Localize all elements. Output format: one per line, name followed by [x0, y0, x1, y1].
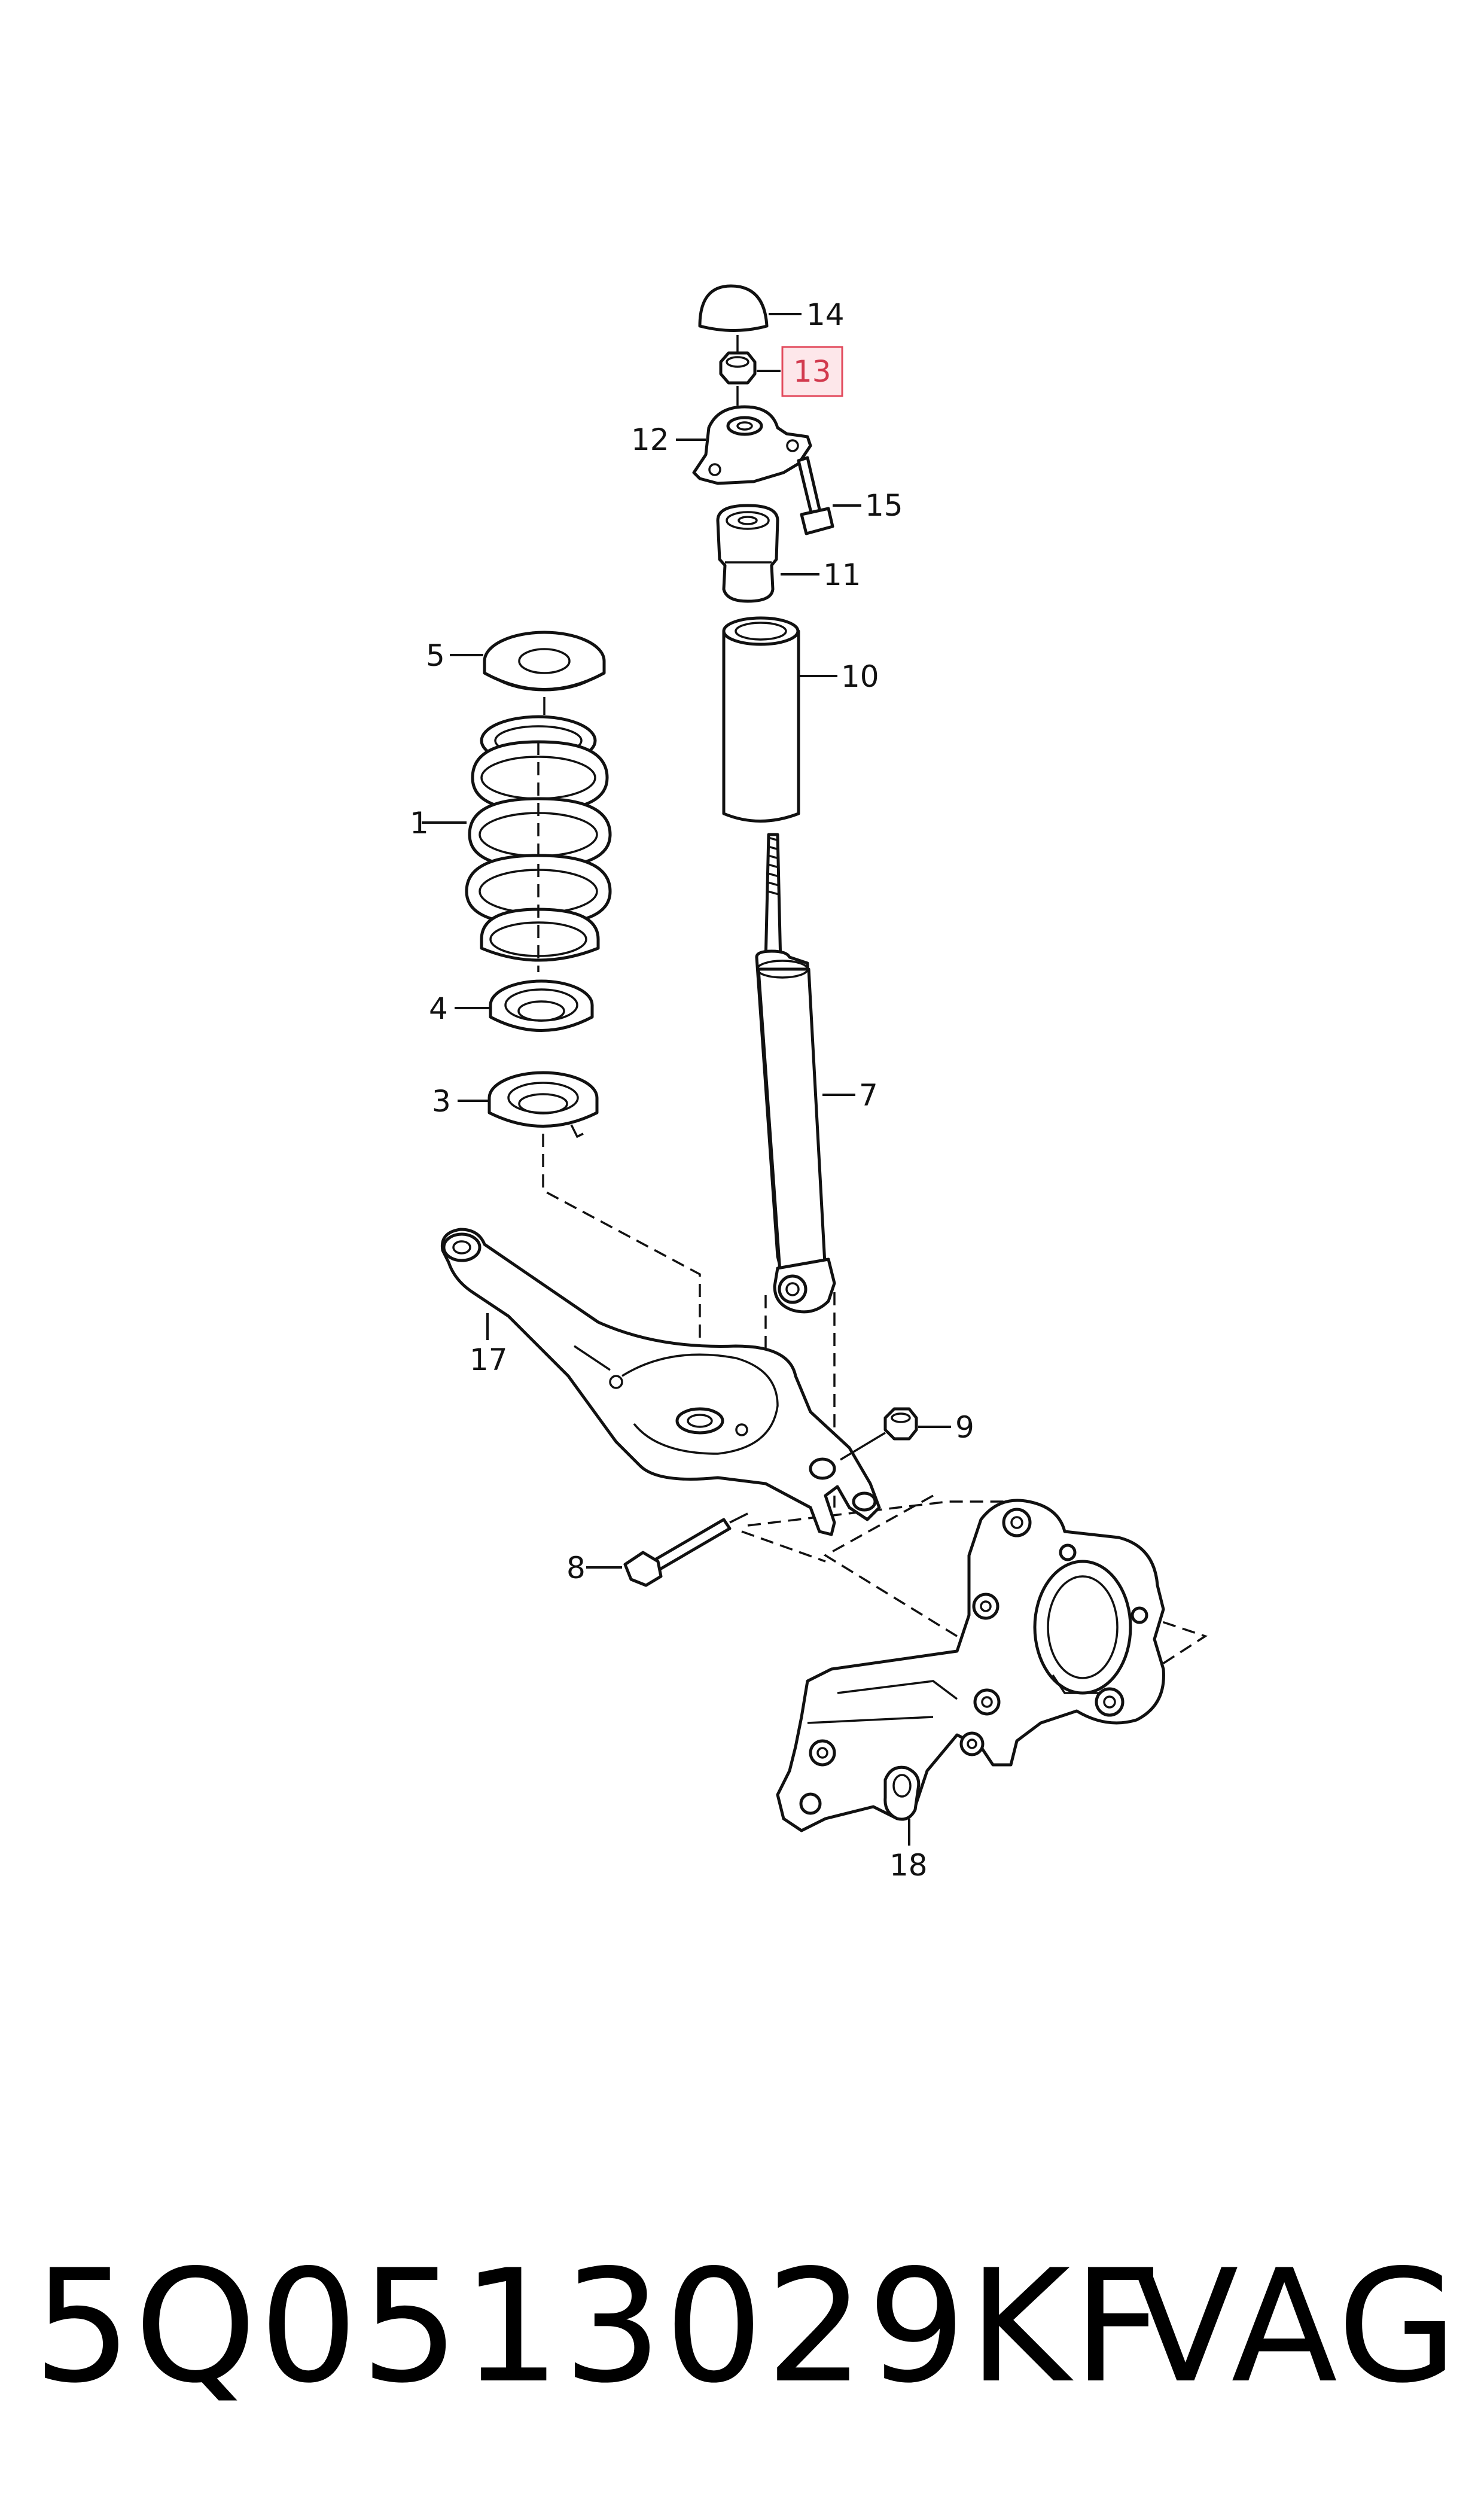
label-18: 18	[889, 1848, 928, 1883]
part-15-bolt	[797, 456, 834, 535]
part-13-nut	[719, 335, 757, 385]
callout-labels: 14 13 12 15 11 10 5 1 4 3 7 17 9 8 18	[410, 297, 974, 1883]
part-18-wheel-bearing-housing	[776, 1499, 1165, 1832]
part-number: 5Q0513029KF	[33, 2237, 1165, 2417]
part-17-lower-control-arm	[440, 1228, 881, 1536]
part-4-spring-pad	[489, 979, 594, 1032]
part-5-upper-spring-seat	[483, 631, 606, 715]
brand-name: VAG	[1132, 2237, 1460, 2417]
part-12-top-mount	[692, 386, 812, 485]
part-3-lower-spring-seat	[487, 1071, 599, 1138]
label-8: 8	[566, 1551, 586, 1585]
part-9-nut	[840, 1407, 918, 1461]
label-3: 3	[432, 1084, 451, 1119]
label-17: 17	[470, 1342, 508, 1377]
label-14: 14	[806, 297, 845, 332]
label-4: 4	[429, 991, 448, 1026]
label-9: 9	[955, 1410, 974, 1445]
part-7-shock-absorber	[755, 833, 836, 1314]
part-14-dust-cap	[698, 284, 769, 332]
label-11: 11	[823, 558, 861, 592]
label-1: 1	[410, 806, 429, 841]
part-11-bump-stop	[716, 504, 779, 603]
part-8-bolt	[623, 1512, 748, 1587]
part-10-protective-sleeve	[722, 616, 800, 823]
label-15: 15	[865, 488, 903, 523]
label-7: 7	[859, 1078, 878, 1113]
label-12: 12	[631, 422, 669, 457]
highlight-box-13	[781, 346, 843, 397]
label-13: 13	[793, 354, 831, 389]
label-10: 10	[841, 659, 879, 694]
label-5: 5	[426, 638, 445, 673]
part-1-coil-spring	[465, 715, 612, 972]
